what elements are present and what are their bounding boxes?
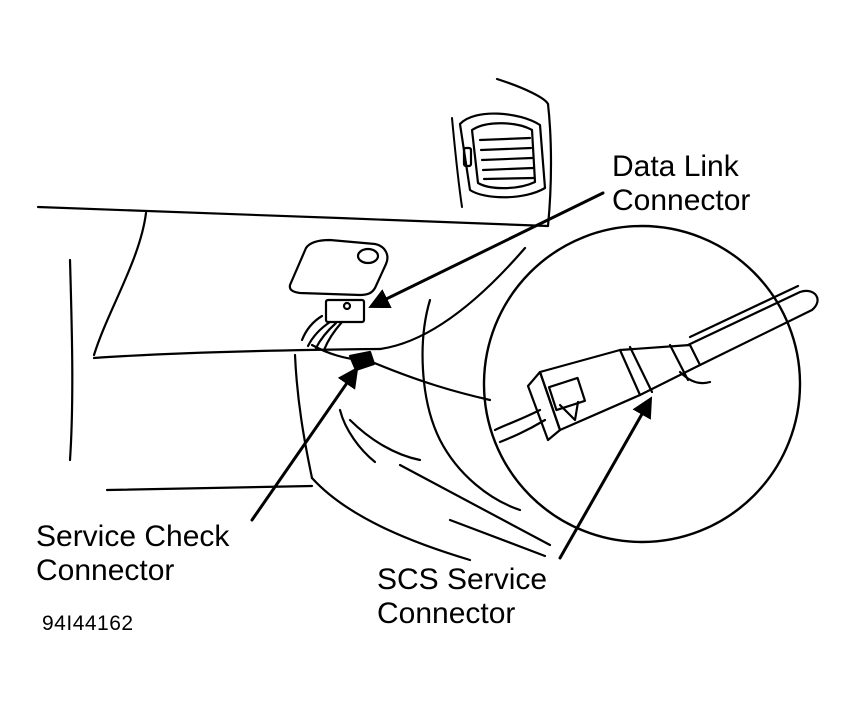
scs-service-connector-label-line1: SCS Service — [377, 563, 548, 596]
data-link-connector-label: Data Link Connector — [612, 150, 750, 218]
data-link-connector-label-line2: Connector — [612, 184, 751, 217]
connector-wire — [370, 360, 492, 402]
service-check-connector-leader — [250, 366, 359, 522]
air-vent — [458, 112, 547, 199]
service-check-connector-label: Service Check Connector — [36, 520, 229, 588]
scs-connector-drawing — [493, 284, 819, 444]
scs-service-connector-label: SCS Service Connector — [377, 563, 547, 631]
data-link-connector-leader — [368, 191, 605, 309]
lower-dash-panel — [68, 211, 552, 562]
dashboard-outline — [36, 77, 553, 228]
figure-id: 94I44162 — [42, 612, 134, 635]
service-check-connector-label-line2: Connector — [36, 554, 175, 587]
scs-service-connector-leader — [558, 396, 653, 560]
glovebox-handle — [288, 238, 389, 297]
service-check-connector-label-line1: Service Check — [36, 520, 230, 553]
inset-outline-arc — [421, 298, 522, 512]
inset-circle — [482, 224, 802, 544]
data-link-connector-drawing — [300, 298, 366, 352]
scs-service-connector-label-line2: Connector — [377, 597, 516, 630]
data-link-connector-label-line1: Data Link — [612, 150, 739, 183]
